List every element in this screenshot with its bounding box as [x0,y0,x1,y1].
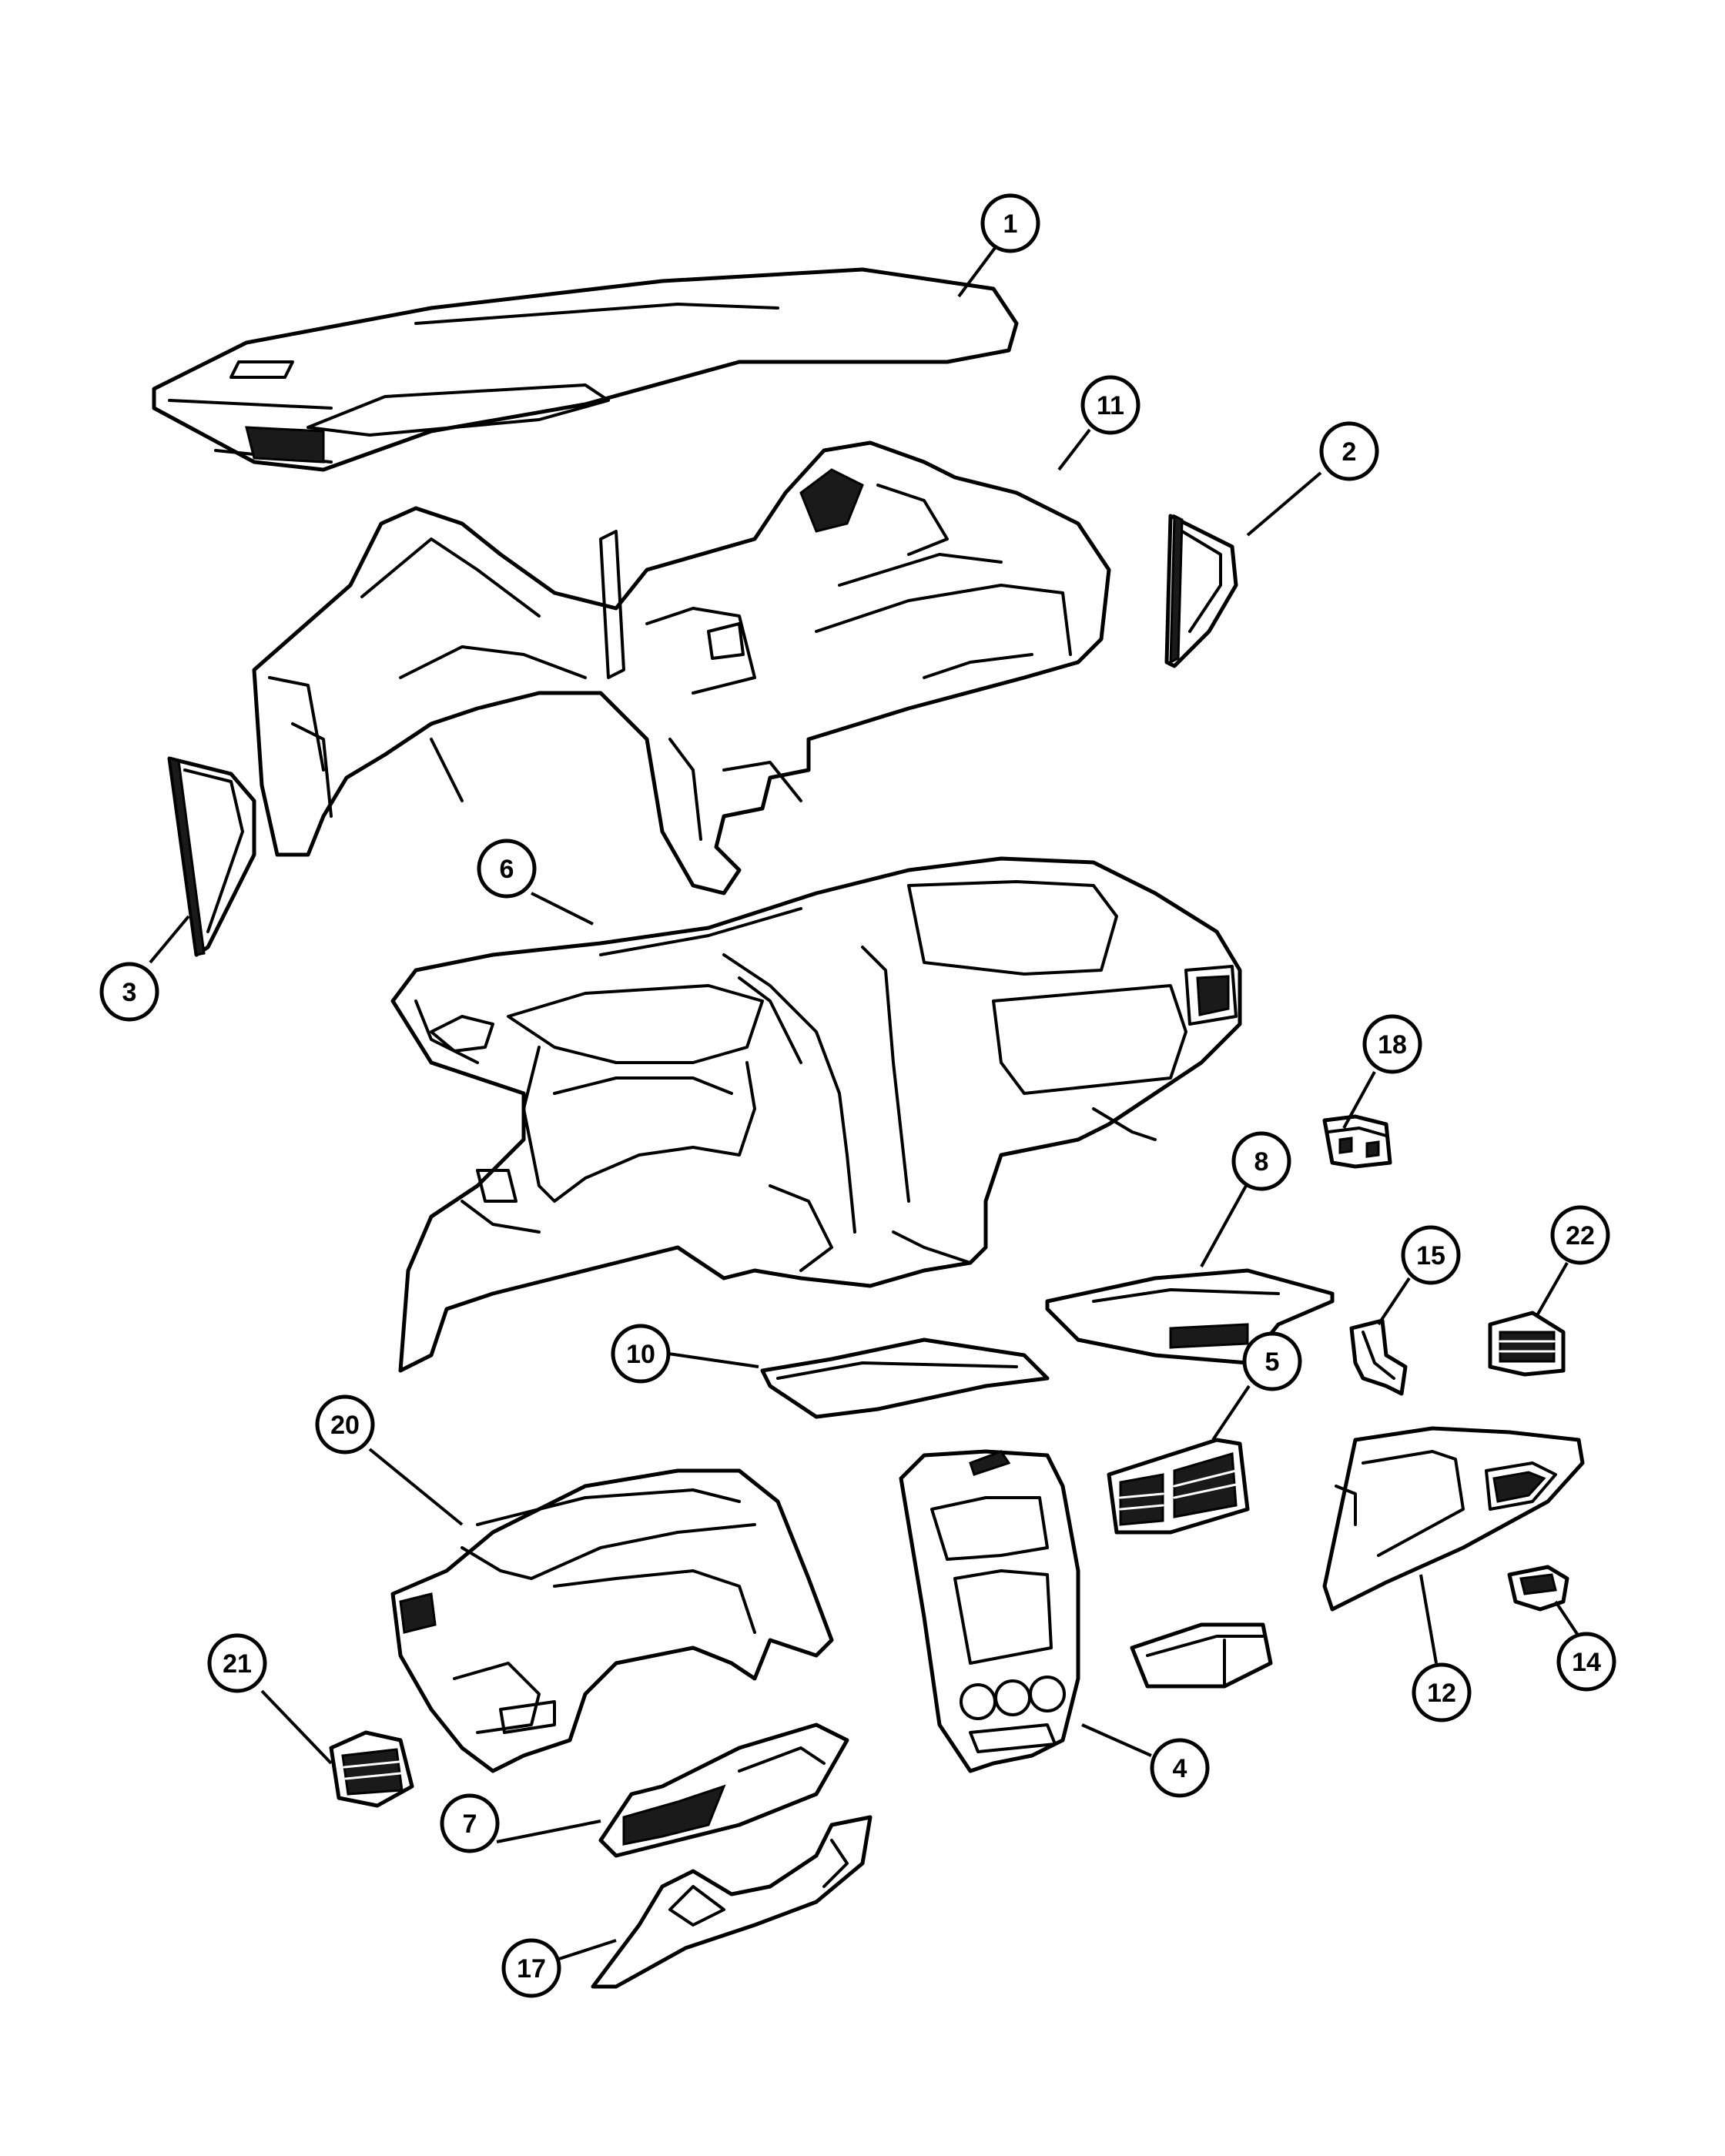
callout-10-label: 10 [626,1340,655,1369]
part-15-clip [1349,1318,1408,1396]
leader-22 [1535,1262,1569,1317]
callout-14-label: 14 [1572,1648,1601,1677]
callout-1-label: 1 [1003,209,1018,239]
leader-lines [149,246,1579,1960]
leader-15 [1377,1277,1411,1326]
part-2-right-end-cap [1164,514,1238,668]
part-22-right-air-outlet [1488,1311,1566,1377]
callout-12[interactable]: 12 [1412,1662,1472,1722]
part-10-cluster-hood-top [760,1337,1050,1419]
callout-18-label: 18 [1378,1030,1407,1060]
callout-17[interactable]: 17 [501,1938,561,1998]
leader-4 [1081,1723,1152,1757]
part-20-cluster-bezel [390,1468,834,1773]
leader-21 [260,1689,333,1765]
callout-17-label: 17 [517,1954,546,1984]
callout-11-label: 11 [1097,391,1124,420]
callout-15-label: 15 [1416,1241,1445,1270]
callout-12-label: 12 [1427,1679,1456,1708]
part-17-knee-bolster [591,1815,873,1989]
callout-4[interactable]: 4 [1150,1738,1210,1798]
callout-18[interactable]: 18 [1362,1014,1422,1074]
callout-22-label: 22 [1566,1221,1595,1250]
part-11-cross-car-beam [252,440,1111,896]
callout-21[interactable]: 21 [207,1633,267,1693]
callout-2[interactable]: 2 [1319,421,1379,481]
storage-bin [1130,1622,1273,1689]
part-3-left-end-cap [167,756,256,957]
leader-18 [1342,1071,1376,1129]
leader-8 [1200,1185,1248,1267]
leader-7 [496,1820,601,1843]
leader-20 [368,1448,464,1526]
part-1-top-cover [152,267,1019,472]
part-18-bracket [1322,1114,1392,1169]
leader-14 [1554,1600,1579,1635]
leader-17 [558,1939,617,1960]
callout-5[interactable]: 5 [1242,1331,1302,1391]
part-4-center-stack-bezel [899,1449,1080,1773]
leader-6 [531,892,594,926]
callout-20-label: 20 [330,1411,360,1440]
callout-22[interactable]: 22 [1550,1205,1610,1265]
callout-7[interactable]: 7 [440,1793,500,1853]
leader-12 [1419,1574,1438,1664]
callout-3[interactable]: 3 [99,962,159,1022]
callout-8[interactable]: 8 [1231,1131,1291,1191]
part-7-steering-column-cover [598,1722,849,1858]
callout-6[interactable]: 6 [477,839,537,899]
callout-2-label: 2 [1342,437,1357,467]
callout-21-label: 21 [223,1649,252,1679]
leader-11 [1057,428,1091,471]
part-5-center-air-outlets [1107,1438,1250,1535]
leader-2 [1246,471,1322,537]
callout-3-label: 3 [122,978,137,1007]
part-21-left-air-outlet [329,1730,414,1808]
callout-11[interactable]: 11 [1080,375,1141,435]
leader-1 [957,246,996,298]
callout-7-label: 7 [463,1810,477,1839]
leader-5 [1211,1384,1251,1441]
leader-10 [668,1352,759,1368]
part-6-instrument-panel [390,856,1242,1373]
callout-6-label: 6 [500,855,514,884]
part-14-latch [1507,1565,1569,1612]
callout-4-label: 4 [1173,1754,1187,1783]
callout-5-label: 5 [1265,1348,1280,1377]
callout-10[interactable]: 10 [611,1324,671,1384]
callout-20[interactable]: 20 [315,1394,375,1455]
callout-14[interactable]: 14 [1556,1632,1616,1692]
callout-15[interactable]: 15 [1401,1225,1461,1285]
callout-8-label: 8 [1254,1147,1269,1177]
part-12-glove-box [1322,1426,1585,1612]
leader-3 [149,915,190,964]
callout-1[interactable]: 1 [980,193,1040,253]
